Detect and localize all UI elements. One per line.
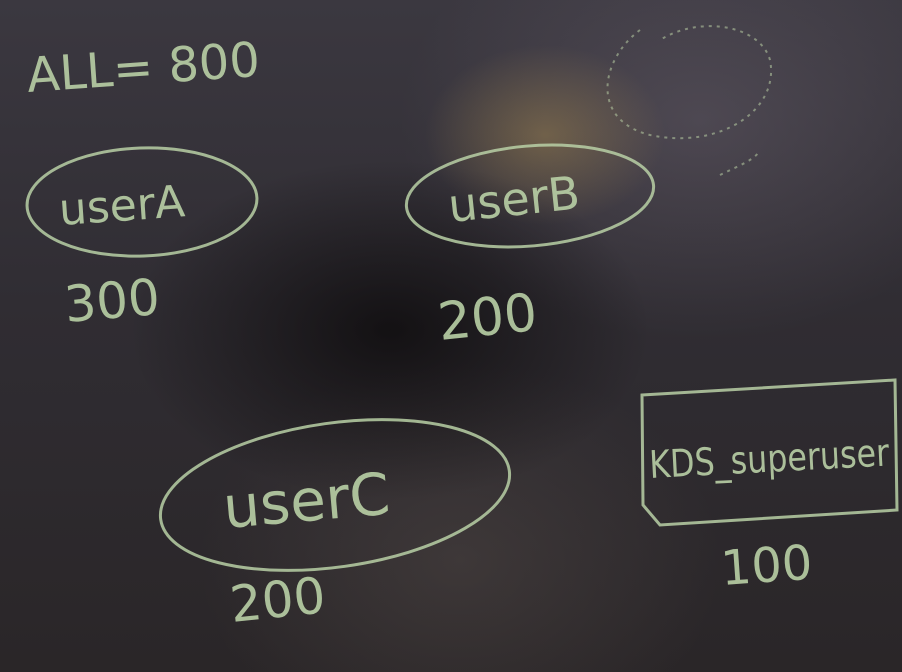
scribble-mark	[606, 25, 773, 140]
scribble-mark-2	[719, 149, 761, 176]
total-label: ALL= 800	[25, 32, 262, 104]
userC-value: 200	[227, 566, 328, 634]
userA-ellipse	[25, 146, 259, 258]
superuser-value: 100	[719, 535, 814, 597]
superuser-label: KDS_superuser	[648, 430, 890, 487]
superuser-box	[640, 378, 899, 527]
userB-value: 200	[435, 283, 540, 353]
userC-label: userC	[220, 460, 392, 542]
userA-value: 300	[62, 268, 162, 334]
userC-ellipse	[158, 418, 512, 572]
userB-ellipse	[404, 143, 656, 249]
userA-label: userA	[57, 176, 186, 236]
userB-label: userB	[446, 165, 583, 232]
